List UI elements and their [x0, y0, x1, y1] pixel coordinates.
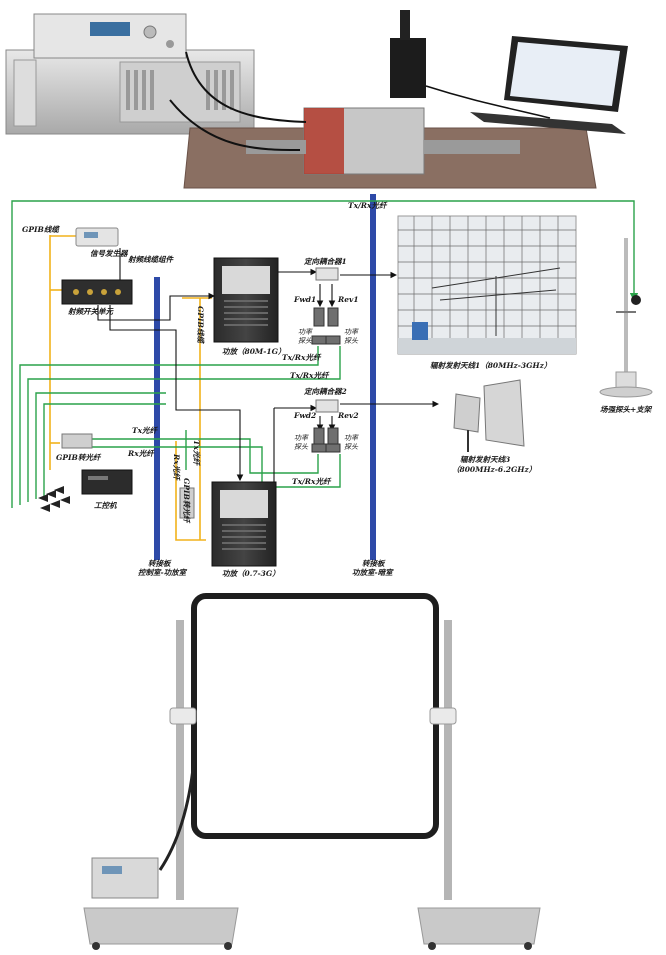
bottom-loop-antenna-photo [83, 593, 541, 950]
amplifier-2-icon [211, 481, 277, 567]
panel2-line2: 功放室-暗室 [352, 568, 394, 577]
antenna3-line2: （800MHz-6.2GHz） [452, 465, 536, 474]
label-rev2: Rev2 [337, 411, 359, 420]
label-rf-switch: 射频开关单元 [68, 307, 114, 316]
antenna3-line1: 辐射发射天线3 [460, 455, 510, 464]
rf-switch-unit-icon [61, 279, 133, 305]
label-probe1a: 功率探头 [298, 328, 313, 345]
probe2b-line2: 探头 [344, 443, 359, 451]
label-antenna1: 辐射发射天线1（80MHz-3GHz） [430, 361, 551, 370]
label-ipc: 工控机 [94, 501, 117, 510]
label-tx-fiber: Tx光纤 [132, 426, 159, 435]
label-probe1b: 功率探头 [344, 328, 359, 345]
label-txrx-mid2: Tx/Rx光纤 [290, 371, 330, 380]
probe2a-line1: 功率 [294, 434, 309, 442]
label-field-probe: 场强探头+支架 [600, 405, 653, 414]
label-gpib-converter-vertical: GPIB转光纤 [182, 478, 191, 524]
probe1a-line1: 功率 [298, 328, 313, 336]
label-antenna3: 辐射发射天线3（800MHz-6.2GHz） [452, 455, 536, 474]
label-txrx-top: Tx/Rx光纤 [348, 201, 388, 210]
label-signal-generator: 信号发生器 [90, 249, 129, 258]
panel2-line1: 转接板 [362, 559, 386, 568]
probe1a-line2: 探头 [298, 337, 313, 345]
anechoic-chamber-photo [397, 215, 577, 355]
power-probes-2 [311, 427, 341, 453]
label-fwd1: Fwd1 [293, 295, 316, 304]
label-rf-cable: 射频线缆组件 [128, 255, 174, 264]
power-probes-1 [311, 307, 341, 345]
label-fwd2: Fwd2 [293, 411, 316, 420]
gpib-fiber-converter-icon [61, 433, 93, 449]
label-probe2b: 功率探头 [344, 434, 359, 451]
panel1-line1: 转接板 [148, 559, 172, 568]
probe2b-line1: 功率 [344, 434, 359, 442]
panel1-line2: 控制室-功放室 [138, 568, 188, 577]
label-gpib-converter: GPIB转光纤 [56, 453, 102, 462]
label-amp1: 功放（80M-1G） [222, 347, 285, 356]
label-amp2: 功放（0.7-3G） [222, 569, 280, 578]
field-probe-stand-icon [599, 238, 653, 398]
label-rx-fiber-vertical: Rx光纤 [172, 453, 181, 481]
label-coupler2: 定向耦合器2 [303, 387, 347, 396]
gpib-cables [49, 235, 212, 541]
rf-cables [97, 248, 440, 520]
probe1b-line1: 功率 [344, 328, 359, 336]
signal-generator-icon [75, 227, 119, 247]
label-tx-fiber-vertical: Tx光纤 [192, 440, 201, 467]
transfer-panel-2 [370, 194, 376, 560]
connector-cluster-icon [38, 486, 70, 512]
probe2a-line2: 探头 [294, 443, 309, 451]
transfer-panel-1 [154, 277, 160, 560]
directional-coupler-1-icon [315, 267, 339, 281]
label-txrx-mid3: Tx/Rx光纤 [292, 477, 332, 486]
label-txrx-mid1: Tx/Rx光纤 [282, 353, 322, 362]
label-probe2a: 功率探头 [294, 434, 309, 451]
probe1b-line2: 探头 [344, 337, 359, 345]
label-gpib-line-vertical: GPIB线缆 [196, 306, 205, 344]
antenna-3-icon [453, 379, 525, 452]
label-coupler1: 定向耦合器1 [303, 257, 347, 266]
directional-coupler-2-icon [315, 399, 339, 413]
gpib-fiber-converter-vertical-icon [179, 487, 195, 519]
label-panel2: 转接板功放室-暗室 [352, 559, 394, 577]
label-panel1: 转接板控制室-功放室 [138, 559, 188, 577]
industrial-pc-icon [81, 469, 133, 495]
amplifier-1-icon [213, 257, 279, 343]
label-rev1: Rev1 [337, 295, 359, 304]
label-gpib-cable: GPIB线缆 [22, 225, 60, 234]
label-rx-fiber: Rx光纤 [127, 449, 155, 458]
system-block-diagram: Tx/Rx光纤 GPIB线缆 信号发生器 射频线缆组件 射频开关单元 GPIB线… [11, 194, 653, 578]
top-equipment-photo [5, 10, 628, 189]
